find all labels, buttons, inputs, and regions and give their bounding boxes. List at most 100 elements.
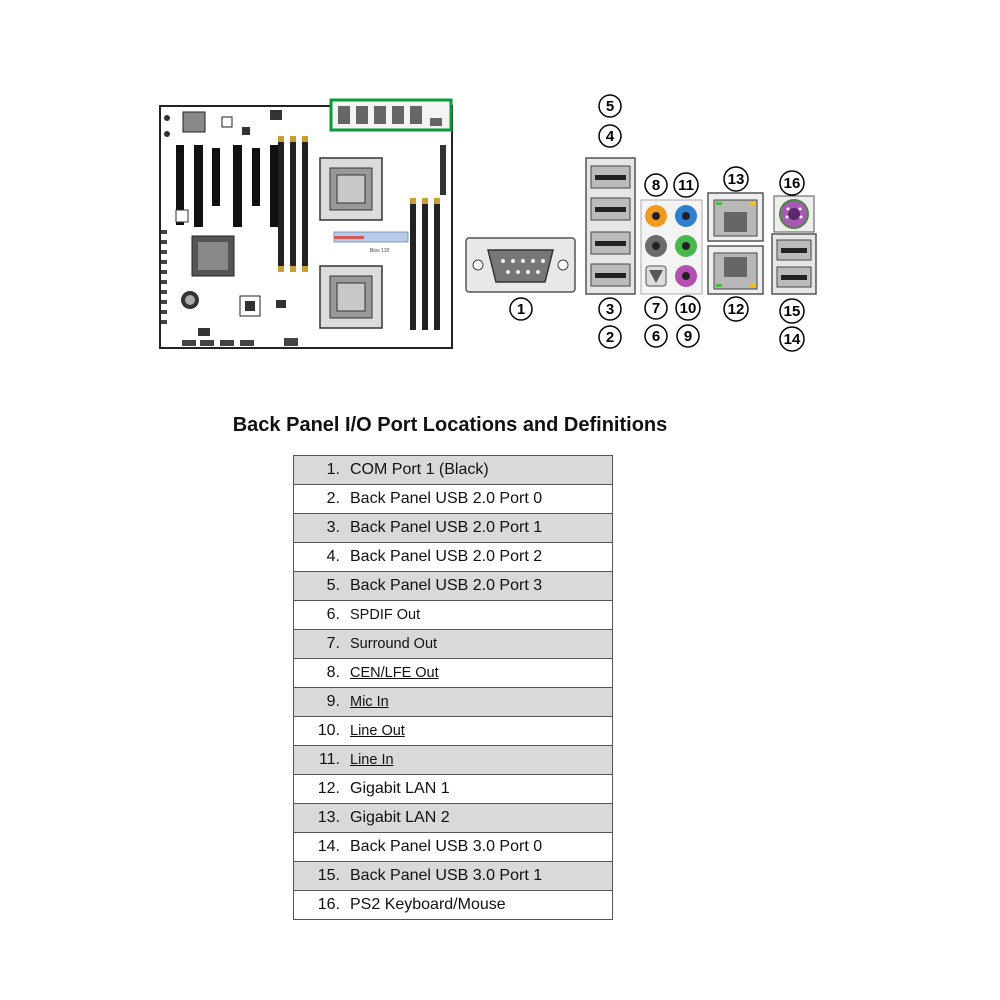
table-row: 5. Back Panel USB 2.0 Port 3 [293,571,613,601]
usb2-stack-graphic [585,157,636,295]
ps2-usb3-graphic [771,195,817,295]
svg-text:2: 2 [606,329,614,346]
port-label: Back Panel USB 2.0 Port 3 [350,577,543,594]
table-row: 13. Gigabit LAN 2 [293,803,613,833]
audio-jacks-graphic [640,199,703,295]
callout-11: 11 [673,172,699,198]
port-number: 12. [317,780,340,797]
table-row: 9. Mic In [293,687,613,717]
port-label: Gigabit LAN 2 [350,809,450,826]
port-number: 13. [317,809,340,826]
port-label: PS2 Keyboard/Mouse [350,896,506,913]
port-label: SPDIF Out [350,607,421,623]
port-label: CEN/LFE Out [350,665,439,681]
svg-text:8: 8 [652,177,660,194]
svg-text:4: 4 [606,128,615,145]
callout-15: 15 [779,298,805,324]
callout-4: 4 [598,124,622,148]
port-label: Line Out [350,723,405,739]
port-number: 8. [326,664,340,681]
callout-6: 6 [644,324,668,348]
callout-3: 3 [598,297,622,321]
svg-text:12: 12 [728,301,745,318]
port-label: Mic In [350,694,389,710]
table-cell: 9. Mic In [293,687,613,717]
port-number: 5. [326,577,340,594]
callout-12: 12 [723,296,749,322]
lan-ports-graphic [707,192,764,295]
callout-9: 9 [676,324,700,348]
port-number: 16. [317,896,340,913]
bios-label: Bios 132 [370,248,390,254]
table-cell: 13. Gigabit LAN 2 [293,803,613,833]
table-row: 8. CEN/LFE Out [293,658,613,688]
table-row: 10. Line Out [293,716,613,746]
svg-text:15: 15 [784,303,801,320]
port-number: 1. [326,461,340,478]
table-cell: 14. Back Panel USB 3.0 Port 0 [293,832,613,862]
table-row: 16. PS2 Keyboard/Mouse [293,890,613,920]
svg-text:5: 5 [606,98,614,115]
port-number: 15. [317,867,340,884]
motherboard-layout: Bios 132 [159,98,453,349]
callout-2: 2 [598,325,622,349]
io-diagram: Bios 132 [159,94,817,352]
port-label: Back Panel USB 2.0 Port 0 [350,490,543,507]
port-label: Back Panel USB 2.0 Port 1 [350,519,543,536]
callout-14: 14 [779,326,805,352]
port-number: 3. [326,519,340,536]
table-row: 14. Back Panel USB 3.0 Port 0 [293,832,613,862]
callout-5: 5 [598,94,622,118]
svg-text:14: 14 [784,331,801,348]
port-label: Line In [350,752,394,768]
table-cell: 4. Back Panel USB 2.0 Port 2 [293,542,613,572]
svg-text:6: 6 [652,328,660,345]
port-number: 9. [326,693,340,710]
com-port-graphic [465,237,576,293]
port-label: Back Panel USB 3.0 Port 1 [350,867,543,884]
svg-text:10: 10 [680,300,697,317]
table-cell: 16. PS2 Keyboard/Mouse [293,890,613,920]
port-label: COM Port 1 (Black) [350,461,489,478]
table-cell: 7. Surround Out [293,629,613,659]
port-label: Surround Out [350,636,438,652]
svg-text:11: 11 [678,177,694,194]
table-row: 4. Back Panel USB 2.0 Port 2 [293,542,613,572]
table-row: 1. COM Port 1 (Black) [293,455,613,485]
table-cell: 1. COM Port 1 (Black) [293,455,613,485]
svg-text:3: 3 [606,301,614,318]
port-number: 14. [317,838,340,855]
port-label: Back Panel USB 3.0 Port 0 [350,838,543,855]
port-label: Gigabit LAN 1 [350,780,450,797]
port-label: Back Panel USB 2.0 Port 2 [350,548,543,565]
callout-16: 16 [779,170,805,196]
table-cell: 3. Back Panel USB 2.0 Port 1 [293,513,613,543]
port-definitions-table: 1. COM Port 1 (Black) 2.Back Panel USB 2.0… [293,455,613,920]
table-cell: 12. Gigabit LAN 1 [293,774,613,804]
callout-10: 10 [675,295,701,321]
svg-text:1: 1 [517,301,525,318]
callout-7: 7 [644,296,668,320]
port-number: 11. [318,751,340,768]
table-cell: 2.Back Panel USB 2.0 Port 0 [293,484,613,514]
port-number: 4. [326,548,340,565]
table-row: 11. Line In [293,745,613,775]
callout-13: 13 [723,166,749,192]
port-number: 6. [326,606,340,623]
svg-text:13: 13 [728,171,745,188]
table-cell: 6. SPDIF Out [293,600,613,630]
table-cell: 15. Back Panel USB 3.0 Port 1 [293,861,613,891]
table-row: 12. Gigabit LAN 1 [293,774,613,804]
table-row: 6. SPDIF Out [293,600,613,630]
table-row: 15. Back Panel USB 3.0 Port 1 [293,861,613,891]
svg-text:16: 16 [784,175,801,192]
callout-8: 8 [644,173,668,197]
port-number: 10. [317,722,340,739]
table-row: 2.Back Panel USB 2.0 Port 0 [293,484,613,514]
callout-1: 1 [509,297,533,321]
table-cell: 8. CEN/LFE Out [293,658,613,688]
table-cell: 5. Back Panel USB 2.0 Port 3 [293,571,613,601]
page-title: Back Panel I/O Port Locations and Defini… [232,414,668,436]
port-number: 7. [326,635,340,652]
table-cell: 10. Line Out [293,716,613,746]
